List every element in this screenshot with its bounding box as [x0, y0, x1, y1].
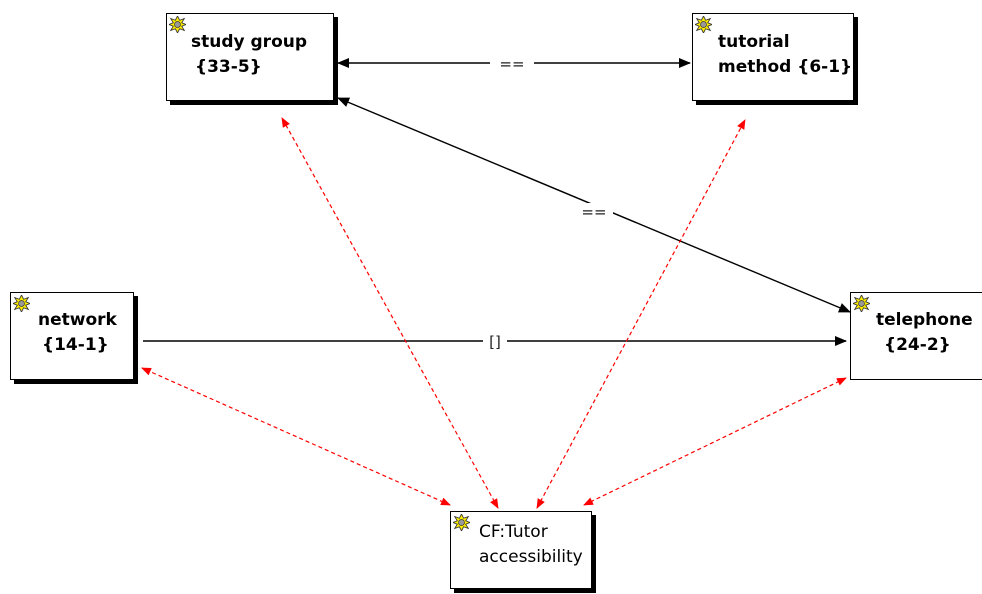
node-id: method {6-1} [718, 57, 853, 77]
node-id: {33-5} [195, 57, 262, 77]
edge-cf-tutorial-method[interactable] [536, 119, 746, 509]
node-id: {14-1} [42, 335, 109, 355]
edge-label-network-telephone: [] [489, 333, 501, 351]
edge-cf-telephone[interactable] [583, 377, 847, 506]
node-title: tutorial [718, 32, 790, 52]
node-id: {24-2} [884, 335, 951, 355]
star-burst-icon [453, 514, 470, 531]
edge-label-study-tutorial: == [499, 55, 524, 73]
star-burst-icon [853, 295, 870, 312]
edge-cf-network[interactable] [141, 367, 451, 506]
node-title: telephone [876, 310, 973, 330]
edge-label-study-telephone: == [581, 203, 606, 221]
node-title: network [38, 310, 117, 330]
star-burst-icon [169, 16, 186, 33]
node-cf-tutor-accessibility[interactable]: CF:Tutor accessibility [450, 511, 592, 589]
star-burst-icon [695, 16, 712, 33]
node-tutorial-method[interactable]: tutorial method {6-1} [692, 13, 854, 101]
node-subtitle: accessibility [479, 547, 583, 567]
edge-cf-study-group[interactable] [281, 117, 499, 509]
node-study-group[interactable]: study group {33-5} [166, 13, 334, 101]
node-title: CF:Tutor [479, 522, 548, 542]
node-title: study group [191, 32, 308, 52]
node-telephone[interactable]: telephone {24-2} [850, 292, 982, 380]
star-burst-icon [13, 295, 30, 312]
node-network[interactable]: network {14-1} [10, 292, 134, 380]
